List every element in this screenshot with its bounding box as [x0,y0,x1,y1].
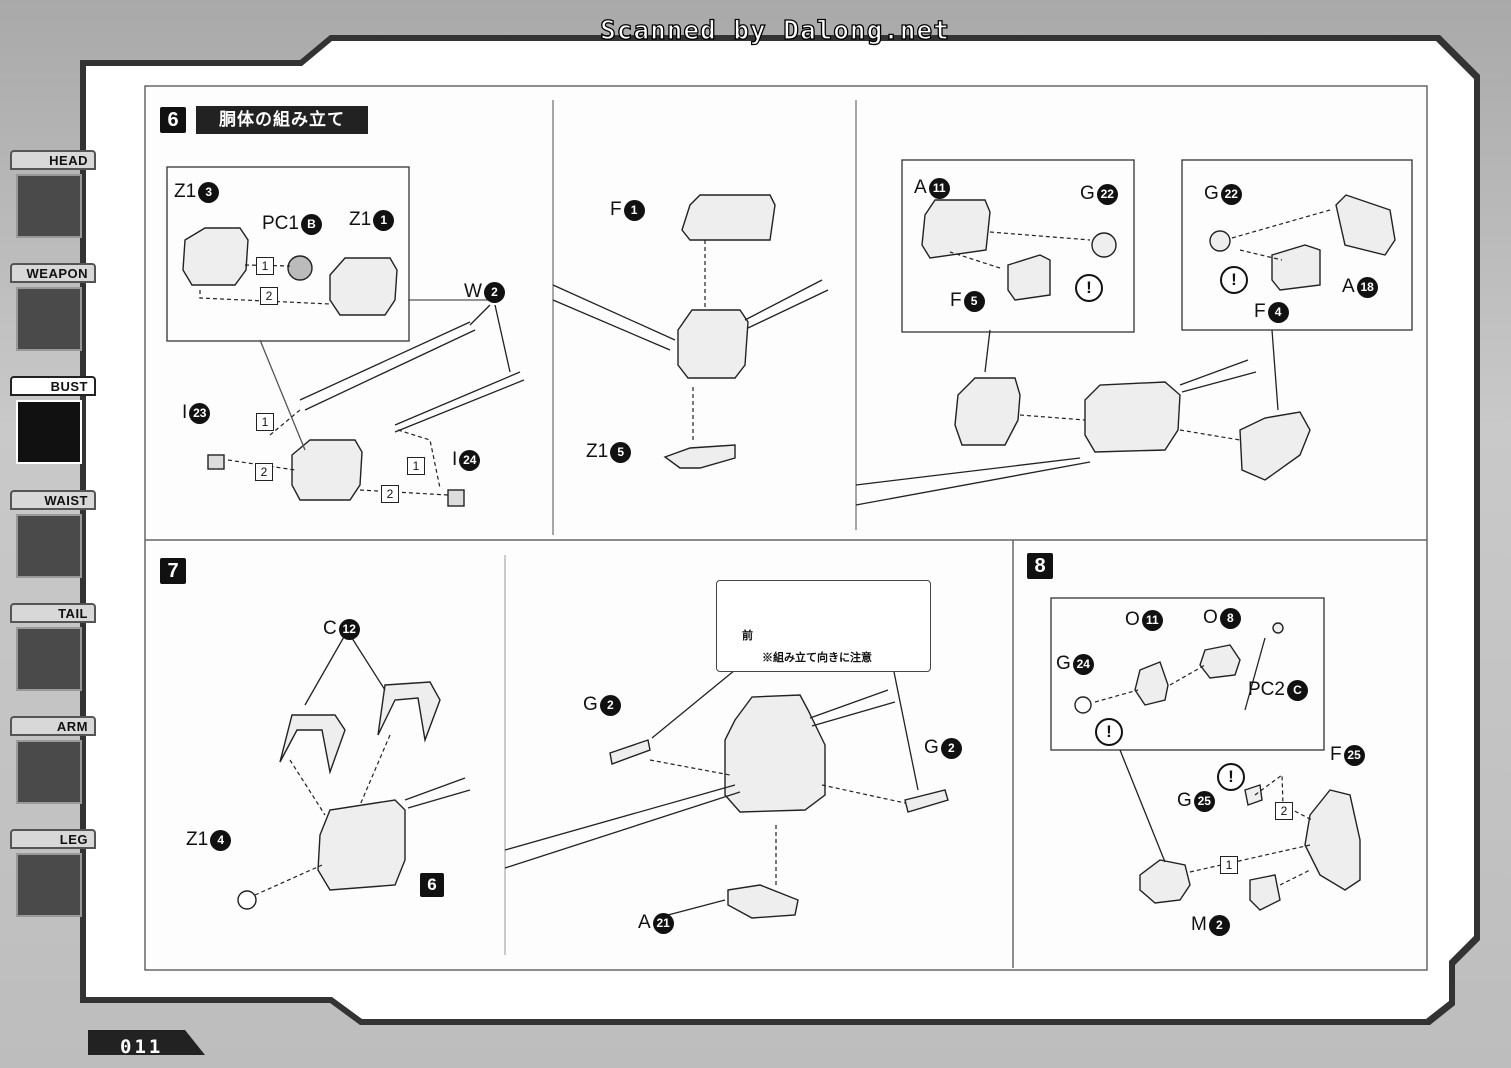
caution-icon: ! [1220,266,1248,294]
order-mark: 1 [256,257,274,275]
step-6-title: 胴体の組み立て [196,106,368,134]
sidebar-tab-label: LEG [10,829,96,849]
step-8-number: 8 [1027,553,1053,579]
order-mark: 2 [381,485,399,503]
order-mark: 2 [1275,802,1293,820]
caution-icon: ! [1075,274,1103,302]
order-mark: 1 [256,413,274,431]
waist-silhouette-icon [16,514,82,578]
caution-icon: ! [1217,763,1245,791]
sidebar-tab-arm[interactable]: ARM [10,716,98,816]
order-mark: 1 [1220,856,1238,874]
orientation-note-box [716,580,931,672]
sidebar-tab-label: HEAD [10,150,96,170]
step-7-number: 7 [160,558,186,584]
scan-watermark-title: Scanned by Dalong.net [599,15,950,46]
sidebar-tab-label: ARM [10,716,96,736]
sidebar-tab-weapon[interactable]: WEAPON [10,263,98,363]
sidebar-tab-label: WAIST [10,490,96,510]
arm-silhouette-icon [16,740,82,804]
weapon-silhouette-icon [16,287,82,351]
note-front-label: 前 [742,630,753,642]
sidebar-tab-label: TAIL [10,603,96,623]
sidebar-tab-leg[interactable]: LEG [10,829,98,929]
tail-silhouette-icon [16,627,82,691]
note-caption: ※組み立て向きに注意 [762,652,872,664]
order-mark: 2 [255,463,273,481]
leg-silhouette-icon [16,853,82,917]
sidebar-tab-label: WEAPON [10,263,96,283]
sidebar-tab-bust[interactable]: BUST [10,376,98,476]
sidebar-tab-head[interactable]: HEAD [10,150,98,250]
step-reference-badge: 6 [420,873,444,897]
sidebar-tab-tail[interactable]: TAIL [10,603,98,703]
order-mark: 2 [260,287,278,305]
sidebar-tab-label: BUST [10,376,96,396]
head-silhouette-icon [16,174,82,238]
step-6-number: 6 [160,107,186,133]
order-mark: 1 [407,457,425,475]
caution-icon: ! [1095,718,1123,746]
bust-silhouette-icon [16,400,82,464]
sidebar-tab-waist[interactable]: WAIST [10,490,98,590]
page-number: 011 [120,1036,164,1058]
